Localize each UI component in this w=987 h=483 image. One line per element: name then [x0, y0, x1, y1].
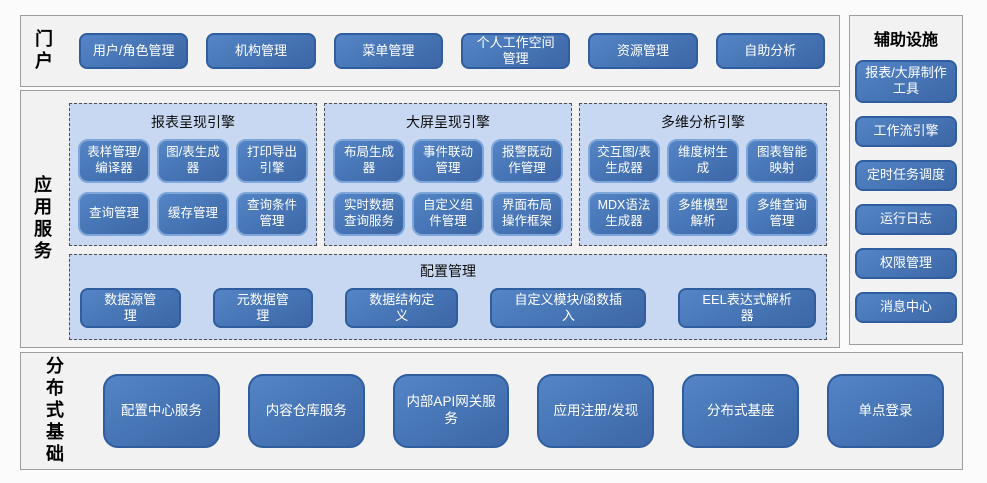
auxiliary-module-list: 报表/大屏制作工具 工作流引擎 定时任务调度 运行日志 权限管理 消息中心	[855, 60, 957, 323]
distributed-module-block: 配置中心服务	[103, 374, 220, 448]
engine-module-block: 交互图/表生成器	[588, 139, 660, 183]
engine-module-block: 表样管理/编译器	[78, 139, 150, 183]
engine-box-report: 报表呈现引擎 表样管理/编译器 图/表生成器 打印导出引擎 查询管理 缓存管理	[69, 103, 317, 246]
auxiliary-section-title: 辅助设施	[873, 32, 938, 49]
distributed-module-block: 内容仓库服务	[247, 374, 365, 448]
engine-module-block: 界面布局操作框架	[491, 192, 563, 236]
config-module-block: 数据结构定义	[345, 288, 459, 328]
distributed-module-block: 单点登录	[827, 374, 944, 448]
engine-module-block: 打印导出引擎	[236, 139, 308, 183]
engine-title-olap: 多维分析引擎	[661, 114, 745, 130]
auxiliary-section: 辅助设施 报表/大屏制作工具 工作流引擎 定时任务调度 运行日志 权限管理 消息…	[849, 15, 963, 345]
engine-module-block: 图/表生成器	[157, 139, 229, 183]
portal-section: 门户 用户/角色管理 机构管理 菜单管理 个人工作空间管理 资源管理 自助分析	[20, 15, 840, 87]
engine-module-block: 多维模型解析	[667, 192, 739, 236]
portal-module-block: 自助分析	[715, 33, 825, 69]
engine-module-block: 事件联动管理	[412, 139, 484, 183]
engines-row: 报表呈现引擎 表样管理/编译器 图/表生成器 打印导出引擎 查询管理 缓存管理	[69, 103, 827, 246]
app-services-content: 报表呈现引擎 表样管理/编译器 图/表生成器 打印导出引擎 查询管理 缓存管理	[65, 91, 839, 347]
portal-module-block: 资源管理	[588, 33, 698, 69]
app-services-label-wrap: 应用服务	[21, 91, 65, 347]
engine-module-block: 查询管理	[78, 192, 150, 236]
engine-module-block: 维度树生成	[667, 139, 739, 183]
engine-title-report: 报表呈现引擎	[151, 114, 235, 130]
distributed-section-label: 分布式基础	[46, 356, 64, 464]
engine-module-block: 查询条件管理	[236, 192, 308, 236]
portal-module-block: 机构管理	[206, 33, 316, 69]
engine-module-block: MDX语法生成器	[588, 192, 660, 236]
auxiliary-module-block: 权限管理	[855, 247, 957, 279]
config-module-block: 数据源管理	[80, 288, 181, 328]
portal-module-row: 用户/角色管理 机构管理 菜单管理 个人工作空间管理 资源管理 自助分析	[79, 33, 825, 69]
app-services-section-label: 应用服务	[34, 175, 52, 261]
config-module-block: 自定义模块/函数插入	[490, 288, 647, 328]
config-module-block: EEL表达式解析器	[678, 288, 817, 328]
distributed-foundation-section: 分布式基础 配置中心服务 内容仓库服务 内部API网关服务 应用注册/发现 分布…	[20, 352, 963, 470]
auxiliary-module-block: 定时任务调度	[855, 159, 957, 191]
portal-module-block: 个人工作空间管理	[460, 33, 571, 69]
auxiliary-module-block: 消息中心	[855, 291, 957, 323]
distributed-module-block: 应用注册/发现	[537, 374, 655, 448]
engine-report-grid: 表样管理/编译器 图/表生成器 打印导出引擎 查询管理 缓存管理 查询条件管理	[78, 139, 308, 236]
distributed-module-block: 内部API网关服务	[392, 374, 510, 448]
portal-module-block: 菜单管理	[333, 33, 443, 69]
portal-module-block: 用户/角色管理	[79, 33, 189, 69]
engine-module-block: 多维查询管理	[746, 192, 818, 236]
engine-module-block: 图表智能映射	[746, 139, 818, 183]
engine-box-olap: 多维分析引擎 交互图/表生成器 维度树生成 图表智能映射 MDX语法生成器 多维…	[579, 103, 827, 246]
engine-module-block: 报警既动作管理	[491, 139, 563, 183]
portal-section-label: 门户	[35, 29, 53, 71]
config-management-box: 配置管理 数据源管理 元数据管理 数据结构定义 自定义模块/函数插入 EEL表达…	[69, 254, 827, 340]
app-services-section: 应用服务 报表呈现引擎 表样管理/编译器 图/表生成器 打印导出引擎	[20, 90, 840, 348]
engine-module-block: 缓存管理	[157, 192, 229, 236]
config-management-title: 配置管理	[420, 263, 476, 279]
auxiliary-module-block: 工作流引擎	[855, 115, 957, 147]
config-module-row: 数据源管理 元数据管理 数据结构定义 自定义模块/函数插入 EEL表达式解析器	[80, 288, 817, 328]
engine-box-dashboard: 大屏呈现引擎 布局生成器 事件联动管理 报警既动作管理 实时数据查询服务 自定义…	[324, 103, 572, 246]
auxiliary-module-block: 报表/大屏制作工具	[855, 60, 957, 103]
engine-title-dashboard: 大屏呈现引擎	[406, 114, 490, 130]
config-module-block: 元数据管理	[212, 288, 314, 328]
distributed-label-wrap: 分布式基础	[33, 356, 77, 466]
distributed-module-block: 分布式基座	[682, 374, 800, 448]
engine-olap-grid: 交互图/表生成器 维度树生成 图表智能映射 MDX语法生成器 多维模型解析 多维…	[588, 139, 818, 236]
auxiliary-module-block: 运行日志	[855, 203, 957, 235]
engine-module-block: 实时数据查询服务	[333, 192, 405, 236]
engine-module-block: 布局生成器	[333, 139, 405, 183]
engine-dashboard-grid: 布局生成器 事件联动管理 报警既动作管理 实时数据查询服务 自定义组件管理 界面…	[333, 139, 563, 236]
engine-module-block: 自定义组件管理	[412, 192, 484, 236]
distributed-module-row: 配置中心服务 内容仓库服务 内部API网关服务 应用注册/发现 分布式基座 单点…	[103, 374, 944, 448]
